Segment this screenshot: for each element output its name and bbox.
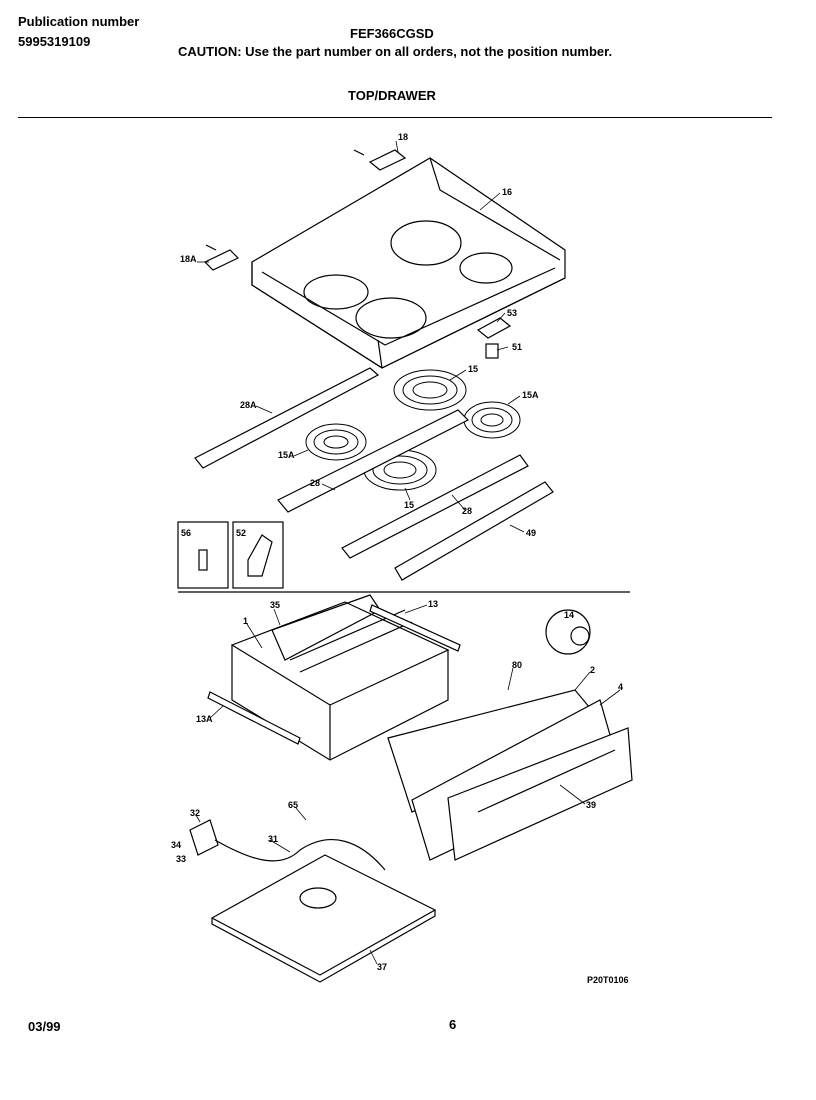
callout-label: 32 <box>190 808 200 818</box>
drawer-body <box>230 594 450 761</box>
callout-label: 65 <box>288 800 298 810</box>
header-rule <box>18 117 772 118</box>
callout-label: 28 <box>310 478 320 488</box>
caution-note: CAUTION: Use the part number on all orde… <box>178 44 613 59</box>
model-number: FEF366CGSD <box>350 26 434 41</box>
element-support-channel <box>194 367 554 581</box>
callout-labels: 18 16 18A 53 51 28A 15 15A 15A 28 15 28 … <box>171 132 623 972</box>
callout-label: 4 <box>618 682 623 692</box>
terminal-block <box>476 317 512 359</box>
revision-date: 03/99 <box>28 1019 61 1034</box>
callout-label: 2 <box>590 665 595 675</box>
callout-label: 13A <box>196 714 213 724</box>
callout-label: 15A <box>278 450 295 460</box>
callout-label: 15 <box>404 500 414 510</box>
cooktop <box>251 157 566 369</box>
callout-label: 49 <box>526 528 536 538</box>
drawer-knob <box>570 626 590 646</box>
callout-label: 37 <box>377 962 387 972</box>
callout-label: 18A <box>180 254 197 264</box>
publication-number: 5995319109 <box>18 34 91 49</box>
callout-label: 28A <box>240 400 257 410</box>
page-number: 6 <box>449 1017 457 1032</box>
callout-label: 35 <box>270 600 280 610</box>
element-switch <box>189 819 386 871</box>
cooktop-burner-opening <box>355 297 427 339</box>
callout-label: 80 <box>512 660 522 670</box>
drawer-panel <box>387 689 633 861</box>
inset-box-56 <box>177 521 229 589</box>
cooktop-burner-opening <box>459 252 513 284</box>
callout-label: 56 <box>181 528 191 538</box>
section-title: TOP/DRAWER <box>348 88 436 103</box>
drawer-bottom <box>210 854 437 983</box>
cooktop-burner-opening <box>303 274 369 310</box>
callout-label: 1 <box>243 616 248 626</box>
callout-label: 51 <box>512 342 522 352</box>
callout-label: 15 <box>468 364 478 374</box>
hinge-bracket <box>203 149 407 271</box>
callout-label: 28 <box>462 506 472 516</box>
callout-label: 52 <box>236 528 246 538</box>
callout-label: 31 <box>268 834 278 844</box>
callout-label: 15A <box>522 390 539 400</box>
inset-parts <box>198 534 273 577</box>
drawing-code: P20T0106 <box>587 975 629 985</box>
callout-label: 53 <box>507 308 517 318</box>
callout-label: 18 <box>398 132 408 142</box>
leader-lines <box>195 140 621 965</box>
drawer-knob-inset <box>545 609 591 655</box>
drawer-slide-rail <box>207 604 461 745</box>
callout-label: 33 <box>176 854 186 864</box>
cooktop-burner-opening <box>390 220 462 266</box>
publication-label: Publication number <box>18 14 140 29</box>
callout-label: 39 <box>586 800 596 810</box>
callout-label: 14 <box>564 610 574 620</box>
callout-label: 13 <box>428 599 438 609</box>
callout-label: 16 <box>502 187 512 197</box>
callout-label: 34 <box>171 840 181 850</box>
surface-element <box>305 369 521 491</box>
